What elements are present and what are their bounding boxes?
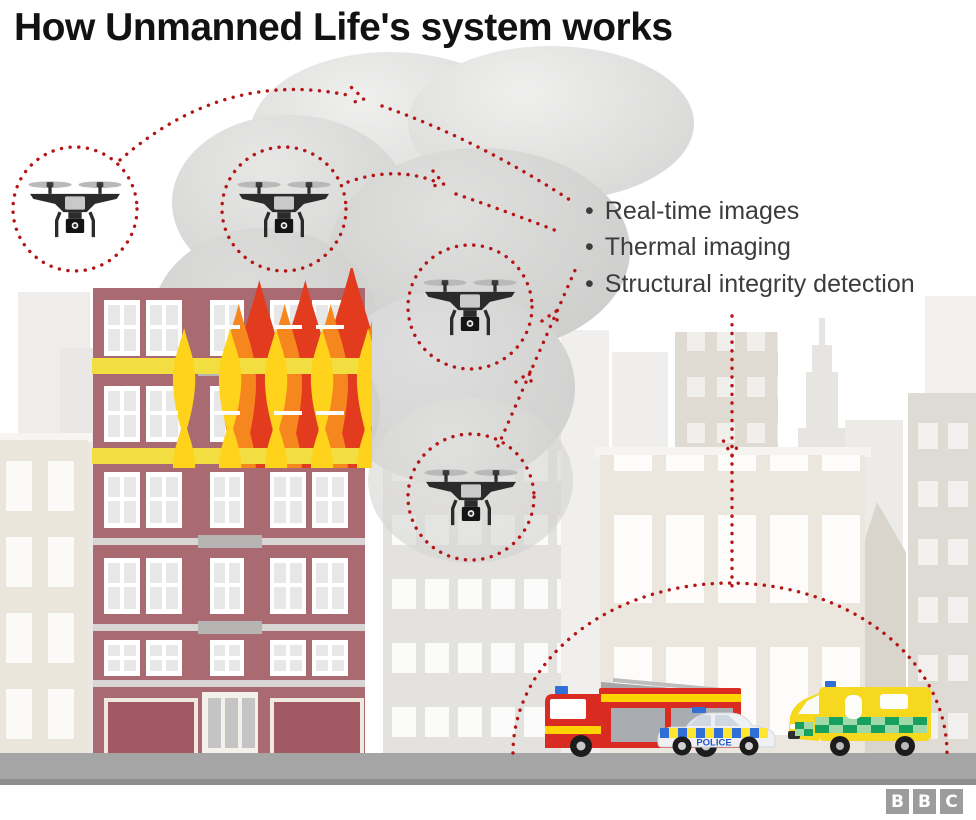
ambulance — [788, 681, 931, 756]
balcony-slab — [198, 621, 262, 634]
building-window — [210, 472, 244, 528]
emergency-light — [692, 707, 706, 713]
background-tower-silhouette — [806, 372, 838, 430]
drone-zone-circle — [11, 145, 139, 273]
building-window — [104, 300, 140, 356]
bbc-logo: B B C — [886, 789, 963, 814]
emergency-light — [555, 686, 568, 694]
building-window — [312, 472, 348, 528]
building-window — [104, 386, 140, 442]
door-panel — [242, 698, 255, 748]
capability-item: • Thermal imaging — [585, 230, 915, 267]
capability-label: Structural integrity detection — [604, 269, 915, 298]
balcony-slab — [198, 535, 262, 548]
quadcopter-drone-icon — [26, 179, 124, 239]
building-window — [270, 472, 306, 528]
battenberg-stripe — [795, 717, 927, 736]
storefront-panel — [270, 698, 364, 760]
building-floor-band — [93, 680, 365, 687]
building-window — [312, 640, 348, 676]
bbc-logo-letter: B — [913, 789, 936, 814]
capability-item: • Real-time images — [585, 193, 915, 230]
bullet-point: • — [585, 196, 594, 225]
building-window — [146, 472, 182, 528]
police-label: POLICE — [696, 738, 731, 749]
police-car: POLICE — [657, 707, 776, 756]
road-edge — [0, 779, 976, 785]
capability-label: Thermal imaging — [604, 233, 791, 262]
bullet-point: • — [585, 269, 594, 298]
building-window — [270, 640, 306, 676]
building-window — [146, 640, 182, 676]
building-window — [270, 558, 306, 614]
background-building-cornice — [0, 433, 92, 442]
road — [0, 753, 976, 781]
capability-label: Real-time images — [604, 196, 800, 225]
capability-item: • Structural integrity detection — [585, 266, 915, 303]
emergency-light — [825, 681, 836, 688]
building-window — [104, 640, 140, 676]
building-window — [210, 640, 244, 676]
battenberg-stripe — [660, 728, 768, 738]
building-window — [104, 558, 140, 614]
building-window — [146, 300, 182, 356]
background-tower-silhouette — [812, 345, 832, 375]
door-panel — [225, 698, 238, 748]
bullet-point: • — [585, 233, 594, 262]
bbc-logo-letter: B — [886, 789, 909, 814]
door-panel — [208, 698, 221, 748]
fire-flames — [92, 268, 372, 468]
smoke-plume — [368, 398, 573, 563]
storefront-panel — [104, 698, 198, 760]
background-building — [675, 332, 778, 455]
bbc-logo-letter: C — [940, 789, 963, 814]
capabilities-list: • Real-time images • Thermal imaging • S… — [585, 193, 915, 303]
background-tower-spire — [819, 318, 825, 348]
background-building — [0, 440, 88, 753]
page-title: How Unmanned Life's system works — [14, 6, 673, 49]
building-window — [210, 558, 244, 614]
building-window — [312, 558, 348, 614]
building-window — [146, 558, 182, 614]
building-window — [104, 472, 140, 528]
